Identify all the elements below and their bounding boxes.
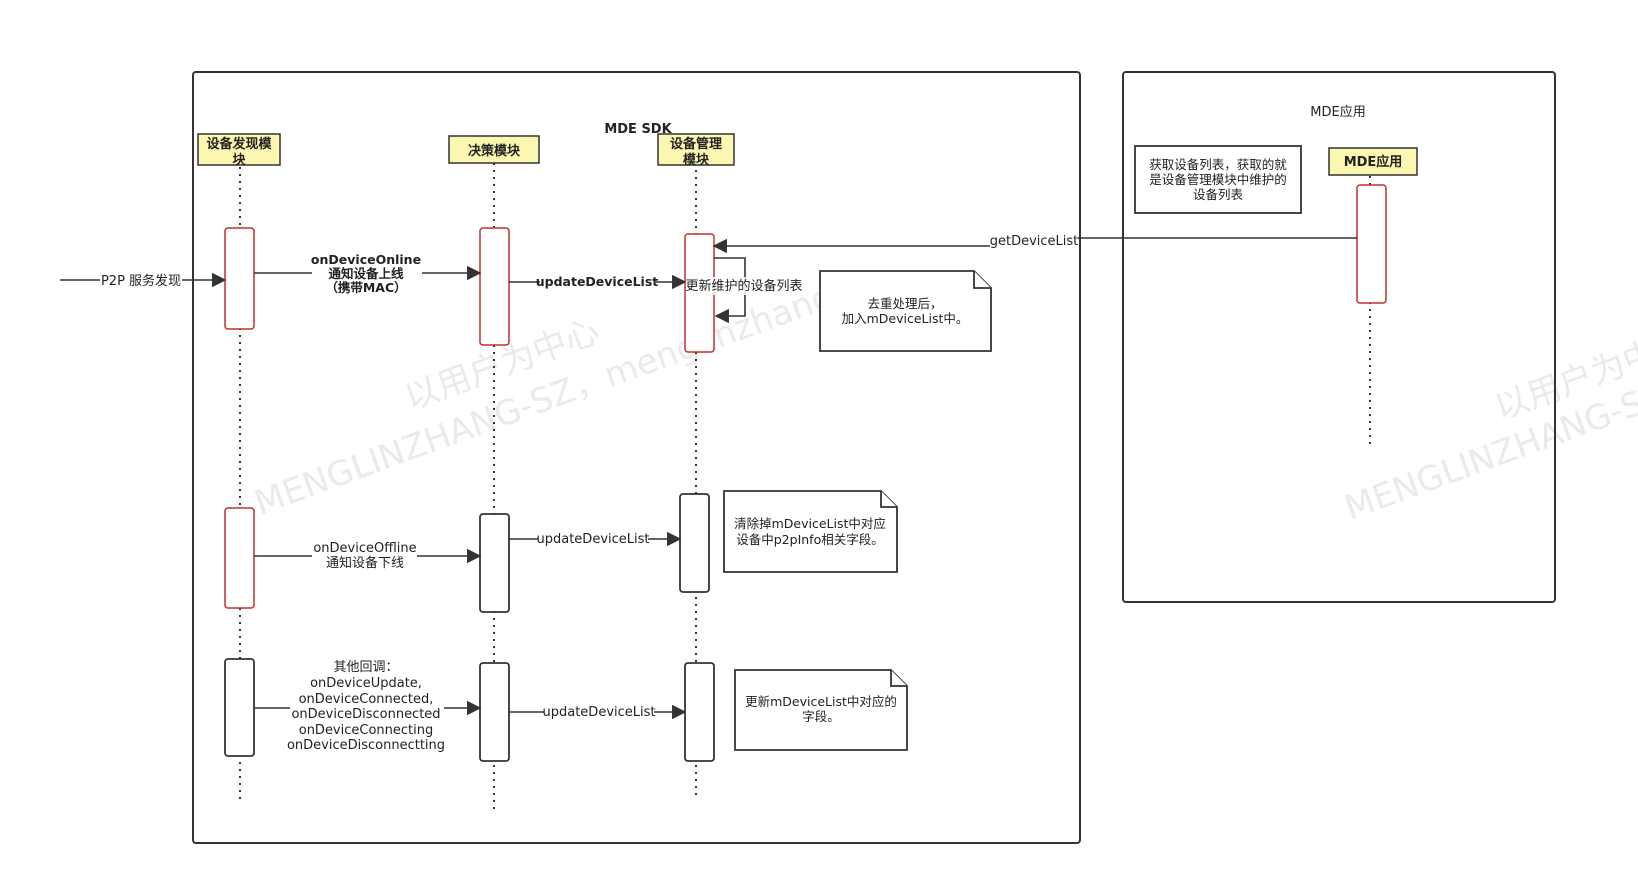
activation-discovery-3 [224, 658, 255, 757]
label-bg [544, 703, 654, 720]
label-update-1: updateDeviceList [536, 274, 659, 289]
label-offline: onDeviceOffline [313, 541, 416, 556]
head-device-mgmt: 设备管理 模块 [657, 133, 735, 168]
label-bg [290, 657, 444, 753]
label-bg [687, 277, 802, 295]
label-bg [312, 537, 417, 571]
label-others-disconnecting: onDeviceDisconnectting [287, 738, 445, 753]
note-clear-text: 设备中p2pInfo相关字段。 [736, 532, 883, 547]
label-self-update: 更新维护的设备列表 [685, 278, 802, 294]
activation-decision-1 [479, 227, 510, 346]
note-app-info: 获取设备列表，获取的就 是设备管理模块中维护的 设备列表 [1134, 145, 1302, 214]
label-bg [100, 271, 182, 288]
activation-discovery-1 [224, 227, 255, 330]
label-others-update: onDeviceUpdate, [310, 676, 422, 691]
watermark-text: MENGLINZHANG-SZ [1339, 375, 1638, 528]
activation-device-mgmt-3 [684, 662, 715, 762]
activation-device-mgmt-2 [679, 493, 710, 593]
head-discovery-label: 设备发现模 [206, 136, 272, 152]
head-mde-app-label: MDE应用 [1344, 154, 1403, 170]
head-device-mgmt-label: 模块 [683, 152, 710, 168]
activation-decision-3 [479, 662, 510, 762]
note-app-info-text: 设备列表 [1193, 187, 1244, 202]
label-bg [312, 251, 422, 297]
head-decision: 决策模块 [448, 135, 540, 164]
label-bg [990, 232, 1078, 249]
note-app-info-text: 是设备管理模块中维护的 [1149, 172, 1287, 187]
note-update-text: 字段。 [802, 709, 840, 724]
mde-sdk-frame [192, 71, 1081, 844]
note-update: 更新mDeviceList中对应的 字段。 [734, 669, 908, 751]
note-app-info-text: 获取设备列表，获取的就 [1149, 157, 1287, 172]
watermark-text: MENGLINZHANG-SZ，menglinzhang [249, 276, 839, 523]
note-update-text: 更新mDeviceList中对应的 [745, 694, 897, 709]
note-clear: 清除掉mDeviceList中对应 设备中p2pInfo相关字段。 [723, 490, 898, 573]
label-others-disconnected: onDeviceDisconnected [291, 707, 440, 722]
note-dedupe-text: 加入mDeviceList中。 [842, 311, 969, 326]
mde-sdk-title: MDE SDK [604, 122, 672, 137]
mde-app-frame [1122, 71, 1556, 603]
note-dedupe: 去重处理后， 加入mDeviceList中。 [819, 270, 992, 352]
activation-decision-2 [479, 513, 510, 613]
note-dedupe-text: 去重处理后， [867, 296, 942, 311]
label-others-connected: onDeviceConnected, [299, 692, 434, 707]
label-others-connecting: onDeviceConnecting [299, 723, 434, 738]
note-clear-text: 清除掉mDeviceList中对应 [734, 516, 886, 531]
head-discovery: 设备发现模 块 [197, 133, 281, 168]
label-update-3: updateDeviceList [543, 705, 656, 720]
label-others-title: 其他回调： [333, 660, 398, 675]
activation-discovery-2 [224, 507, 255, 609]
head-mde-app: MDE应用 [1328, 147, 1418, 176]
label-update-2: updateDeviceList [537, 532, 650, 547]
label-get-list: getDeviceList [990, 234, 1079, 249]
label-bg [538, 530, 648, 547]
mde-app-title: MDE应用 [1310, 104, 1365, 120]
head-discovery-label: 块 [232, 152, 246, 168]
head-device-mgmt-label: 设备管理 [670, 136, 722, 152]
head-decision-label: 决策模块 [468, 143, 521, 159]
label-p2p: P2P 服务发现 [101, 273, 181, 289]
label-online-mac: （携带MAC） [325, 280, 406, 295]
label-offline-desc: 通知设备下线 [326, 555, 404, 571]
activation-mde-app [1356, 184, 1387, 304]
label-bg [540, 273, 656, 290]
label-online: onDeviceOnline [311, 252, 421, 267]
label-online-desc: 通知设备上线 [328, 266, 404, 281]
